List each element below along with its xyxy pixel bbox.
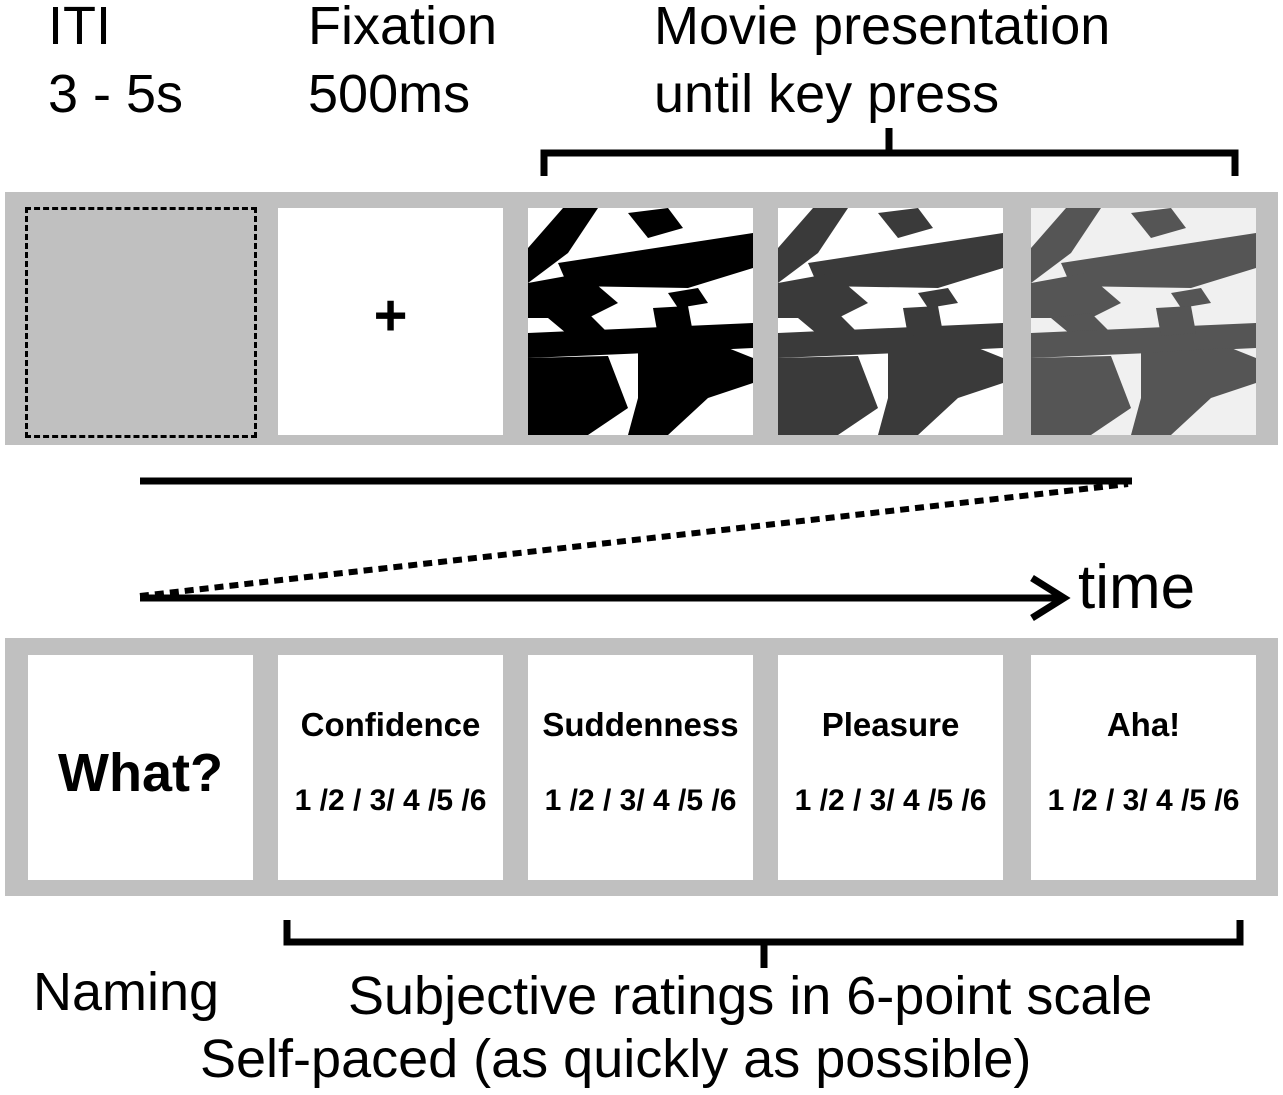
- movie-frame-3-image: [1031, 208, 1256, 435]
- time-label: time: [1078, 553, 1196, 622]
- movie-label: Movie presentation until key press: [654, 0, 1110, 128]
- movie-frame-1-image: [528, 208, 753, 435]
- fixation-frame: +: [278, 208, 503, 435]
- subjective-ratings-label: Subjective ratings in 6-point scale: [348, 966, 1153, 1026]
- iti-label-duration: 3 - 5s: [48, 64, 184, 124]
- ratings-brace: [283, 920, 1244, 968]
- rating-scale: 1 /2 / 3/ 4 /5 /6: [794, 784, 987, 817]
- rating-scale: 1 /2 / 3/ 4 /5 /6: [544, 784, 737, 817]
- rating-frame-aha: Aha! 1 /2 / 3/ 4 /5 /6: [1031, 655, 1256, 880]
- fixation-label-name: Fixation: [308, 0, 498, 56]
- naming-frame: What?: [28, 655, 253, 880]
- fixation-label-duration: 500ms: [308, 64, 471, 124]
- iti-label: ITI 3 - 5s: [48, 0, 183, 128]
- rating-frame-suddenness: Suddenness 1 /2 / 3/ 4 /5 /6: [528, 655, 753, 880]
- movie-frame-2: [778, 208, 1003, 435]
- rating-scale: 1 /2 / 3/ 4 /5 /6: [1047, 784, 1240, 817]
- movie-frame-2-image: [778, 208, 1003, 435]
- movie-label-name: Movie presentation: [654, 0, 1111, 56]
- fixation-label: Fixation 500ms: [308, 0, 497, 128]
- rating-title: Confidence: [300, 706, 481, 743]
- rating-frame-confidence: Confidence 1 /2 / 3/ 4 /5 /6: [278, 655, 503, 880]
- timeline-dotted-line: [139, 481, 1129, 599]
- fixation-cross-icon: +: [373, 283, 408, 348]
- movie-brace: [540, 128, 1239, 176]
- rating-title: Pleasure: [821, 706, 960, 743]
- self-paced-label: Self-paced (as quickly as possible): [200, 1029, 1032, 1089]
- iti-label-name: ITI: [48, 0, 111, 56]
- movie-label-duration: until key press: [654, 64, 1000, 124]
- time-arrow-head: [1030, 575, 1071, 621]
- movie-frame-1: [528, 208, 753, 435]
- movie-frame-3: [1031, 208, 1256, 435]
- rating-frame-pleasure: Pleasure 1 /2 / 3/ 4 /5 /6: [778, 655, 1003, 880]
- naming-prompt: What?: [58, 743, 223, 803]
- rating-scale: 1 /2 / 3/ 4 /5 /6: [294, 784, 487, 817]
- rating-title: Aha!: [1106, 706, 1181, 743]
- naming-label: Naming: [33, 962, 220, 1022]
- iti-frame: [25, 207, 257, 438]
- rating-title: Suddenness: [542, 706, 739, 743]
